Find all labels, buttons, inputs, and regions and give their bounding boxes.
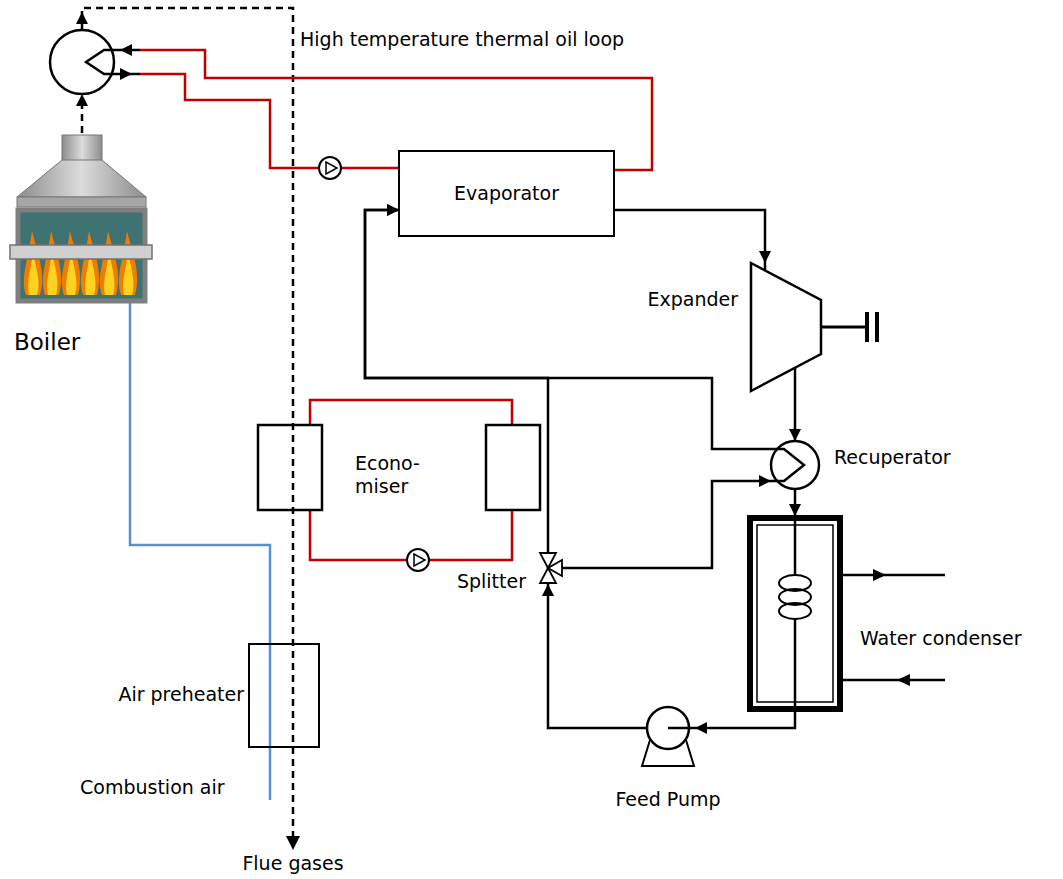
flow-line bbox=[365, 210, 548, 553]
pump-triangle bbox=[326, 162, 337, 174]
economiser-box bbox=[486, 425, 540, 510]
flow-arrowhead bbox=[120, 44, 132, 56]
boiler-tube bbox=[10, 245, 152, 259]
splitter-valve: Splitter bbox=[534, 553, 564, 585]
shape-outline bbox=[10, 133, 152, 303]
shape-outline bbox=[640, 706, 696, 772]
condenser-coil bbox=[794, 515, 797, 712]
flue-gas-label: Flue gases bbox=[242, 852, 343, 875]
flow-line bbox=[564, 481, 770, 568]
component-label: Water condenser bbox=[860, 627, 1022, 650]
component-label: Feed Pump bbox=[615, 788, 720, 811]
oil-heater-exchanger bbox=[50, 30, 114, 94]
cooling-water-line bbox=[843, 574, 945, 577]
combustion-air-line bbox=[269, 643, 272, 800]
flow-line bbox=[365, 210, 770, 449]
valve-port bbox=[548, 553, 564, 585]
flame bbox=[81, 231, 99, 295]
shape-outline bbox=[534, 553, 564, 585]
flow-line bbox=[696, 712, 795, 728]
flow-line bbox=[794, 490, 797, 515]
boiler-hood bbox=[17, 160, 146, 197]
flame bbox=[43, 231, 61, 295]
exchanger-shell bbox=[771, 441, 819, 489]
feed-pump: Feed Pump bbox=[640, 706, 696, 772]
cooling-water-line bbox=[843, 679, 945, 682]
flow-line bbox=[794, 392, 797, 440]
component-label: Expander bbox=[647, 288, 738, 311]
chimney-neck bbox=[62, 135, 102, 161]
flow-arrowhead bbox=[76, 12, 88, 24]
flow-line bbox=[130, 303, 270, 643]
turbine-body bbox=[751, 263, 821, 391]
hood-band bbox=[17, 197, 146, 207]
flow-line bbox=[548, 585, 640, 728]
pump-port bbox=[640, 727, 696, 730]
evaporator-box: Evaporator bbox=[398, 150, 615, 237]
oil-pump-symbol bbox=[319, 157, 341, 179]
node-label: Evaporator bbox=[454, 182, 559, 205]
flow-arrowhead bbox=[897, 674, 910, 686]
shape-outline bbox=[770, 440, 820, 490]
flow-arrowhead bbox=[76, 94, 88, 106]
shaft-coupling bbox=[867, 312, 877, 342]
water-condenser: Water condenser bbox=[747, 515, 843, 712]
flow-arrowhead bbox=[873, 569, 886, 581]
component-label: Air preheater bbox=[118, 683, 244, 706]
component-label: Boiler bbox=[14, 329, 80, 357]
pump-triangle bbox=[414, 554, 425, 566]
flow-arrowhead bbox=[286, 836, 300, 850]
air-preheater: Air preheater bbox=[248, 643, 320, 748]
air-inlet-label: Combustion air bbox=[80, 776, 225, 799]
expander-turbine: Expander bbox=[750, 262, 822, 392]
exchanger-tube bbox=[770, 449, 804, 481]
condenser-coil bbox=[779, 603, 811, 619]
shape-outline bbox=[747, 515, 843, 712]
thermal-oil-line bbox=[140, 74, 398, 168]
turbine-port bbox=[765, 262, 795, 392]
flame bbox=[62, 231, 80, 295]
flow-line bbox=[615, 210, 765, 262]
economiser-box bbox=[258, 425, 322, 510]
flow-arrowhead bbox=[120, 68, 132, 80]
economiser-label: Econo- miser bbox=[355, 452, 420, 498]
oil-pump-symbol bbox=[407, 549, 429, 571]
flame bbox=[119, 231, 137, 295]
loop-title: High temperature thermal oil loop bbox=[300, 28, 624, 51]
component-label: Recuperator bbox=[834, 446, 951, 469]
flame bbox=[24, 231, 42, 295]
expander-shaft bbox=[822, 326, 866, 329]
valve-triangle bbox=[548, 560, 562, 576]
component-label: Splitter bbox=[457, 570, 526, 593]
economiser-oil-line bbox=[310, 400, 512, 425]
flue-gas-duct bbox=[81, 104, 84, 133]
flue-gas-duct bbox=[82, 8, 293, 838]
recuperator-exchanger: Recuperator bbox=[770, 440, 820, 490]
flame bbox=[100, 231, 118, 295]
boiler-unit: Boiler bbox=[10, 133, 152, 303]
thermal-oil-line bbox=[140, 50, 652, 170]
shape-outline bbox=[750, 262, 822, 392]
